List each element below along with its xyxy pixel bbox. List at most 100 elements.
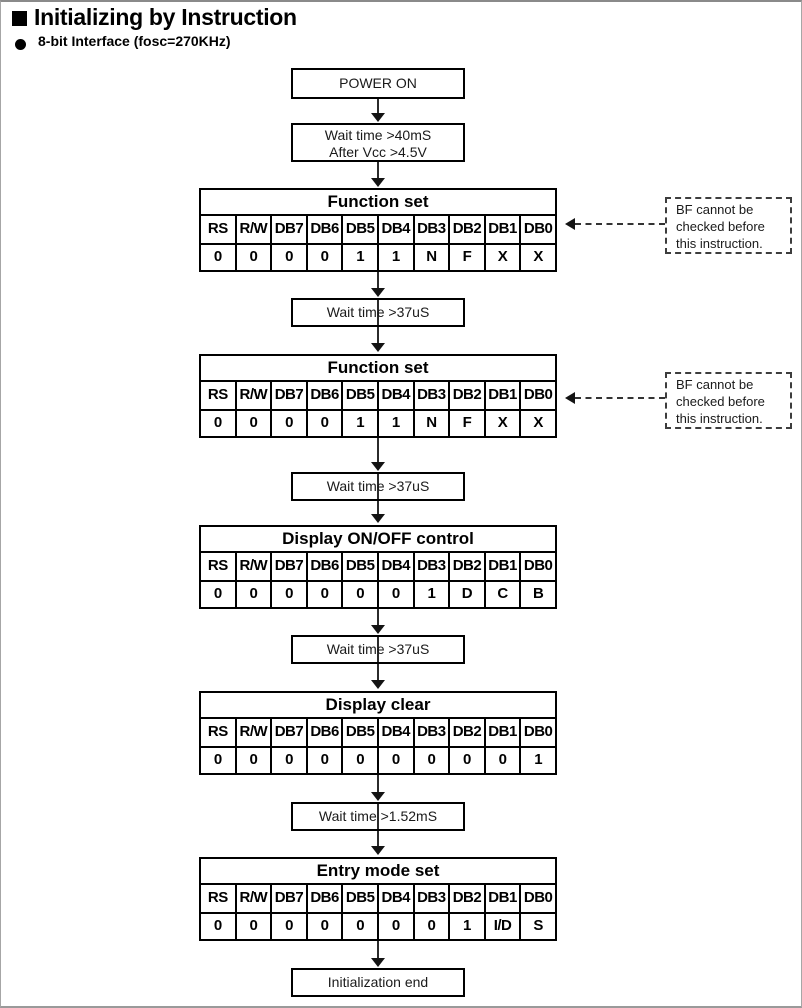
bit-header-cell: DB0: [519, 719, 555, 746]
bit-value-cell: 0: [234, 748, 271, 773]
bit-header-cell: DB5: [341, 216, 377, 243]
bit-value-cell: 0: [376, 582, 413, 607]
table-title: Entry mode set: [201, 859, 555, 885]
table-title: Function set: [201, 190, 555, 216]
arrow-down-icon: [371, 625, 385, 634]
arrow-down-icon: [371, 343, 385, 352]
bit-header-cell: DB1: [483, 719, 520, 746]
function-set-table-2: Function set RS R/W DB7 DB6 DB5 DB4 DB3 …: [199, 354, 557, 438]
bit-header-cell: RS: [207, 557, 228, 574]
bit-header-row: RS R/W DB7 DB6 DB5 DB4 DB3 DB2 DB1 DB0: [201, 885, 555, 912]
bit-value-cell: 0: [376, 748, 413, 773]
arrow-down-icon: [371, 792, 385, 801]
bit-header-cell: RS: [207, 220, 228, 237]
dashed-connector-line: [575, 223, 665, 225]
wait-1-52ms-box: Wait time >1.52mS: [291, 802, 465, 831]
bit-value-cell: 0: [234, 582, 271, 607]
bit-header-cell: DB5: [341, 553, 377, 580]
note-line-1: BF cannot be: [676, 377, 754, 392]
bit-value-cell: N: [412, 411, 449, 436]
bit-header-cell: DB6: [305, 719, 342, 746]
entry-mode-set-table: Entry mode set RS R/W DB7 DB6 DB5 DB4 DB…: [199, 857, 557, 941]
arrow-down-icon: [371, 113, 385, 122]
dashed-connector-line: [575, 397, 665, 399]
bit-header-cell: DB2: [448, 382, 484, 409]
bit-value-cell: 0: [213, 248, 222, 265]
bit-value-cell: 1: [341, 245, 377, 270]
page-subtitle: 8-bit Interface (fosc=270KHz): [38, 33, 231, 49]
bit-value-cell: 0: [213, 414, 222, 431]
bf-note-2: BF cannot be checked before this instruc…: [665, 372, 792, 429]
connector-line: [377, 438, 379, 462]
bit-header-cell: R/W: [234, 885, 271, 912]
bit-header-cell: RS: [207, 723, 228, 740]
page-title: Initializing by Instruction: [34, 4, 297, 30]
bit-header-cell: DB5: [341, 719, 377, 746]
bf-note-1: BF cannot be checked before this instruc…: [665, 197, 792, 254]
arrow-left-icon: [565, 392, 575, 404]
bit-value-cell: X: [519, 245, 555, 270]
square-bullet-icon: [12, 11, 27, 26]
bit-value-cell: 0: [412, 748, 449, 773]
bit-value-cell: 0: [270, 245, 306, 270]
table-title: Display ON/OFF control: [201, 527, 555, 553]
note-line-2: checked before: [676, 219, 765, 234]
connector-line: [377, 472, 379, 514]
bit-header-cell: DB1: [483, 885, 520, 912]
bit-header-row: RS R/W DB7 DB6 DB5 DB4 DB3 DB2 DB1 DB0: [201, 216, 555, 243]
function-set-table-1: Function set RS R/W DB7 DB6 DB5 DB4 DB3 …: [199, 188, 557, 272]
bit-header-cell: DB2: [448, 553, 484, 580]
bit-value-cell: D: [448, 582, 484, 607]
wait-40ms-box: Wait time >40mS After Vcc >4.5V: [291, 123, 465, 162]
table-title: Display clear: [201, 693, 555, 719]
bit-value-cell: 0: [213, 917, 222, 934]
bit-header-cell: DB0: [519, 553, 555, 580]
bit-value-cell: F: [448, 411, 484, 436]
arrow-down-icon: [371, 846, 385, 855]
bit-value-row: 0 0 0 0 0 0 0 1 I/D S: [201, 912, 555, 939]
bit-header-cell: DB4: [376, 553, 413, 580]
connector-line: [377, 609, 379, 625]
bit-value-cell: 0: [234, 245, 271, 270]
bit-header-row: RS R/W DB7 DB6 DB5 DB4 DB3 DB2 DB1 DB0: [201, 719, 555, 746]
arrow-down-icon: [371, 288, 385, 297]
bit-header-cell: DB3: [412, 885, 449, 912]
bit-value-cell: 0: [213, 751, 222, 768]
bit-header-cell: DB3: [412, 553, 449, 580]
bit-header-cell: DB1: [483, 216, 520, 243]
bit-value-row: 0 0 0 0 1 1 N F X X: [201, 243, 555, 270]
bit-header-cell: DB2: [448, 719, 484, 746]
note-line-3: this instruction.: [676, 411, 763, 426]
bit-header-cell: DB2: [448, 885, 484, 912]
wait-37us-box-3: Wait time >37uS: [291, 635, 465, 664]
bit-value-cell: S: [519, 914, 555, 939]
connector-line: [377, 162, 379, 178]
note-line-1: BF cannot be: [676, 202, 754, 217]
bit-value-cell: 0: [270, 748, 306, 773]
bit-value-cell: I/D: [483, 914, 520, 939]
connector-line: [377, 775, 379, 792]
bit-value-cell: 0: [305, 582, 342, 607]
bit-value-cell: 0: [270, 582, 306, 607]
bit-value-cell: X: [483, 411, 520, 436]
arrow-down-icon: [371, 958, 385, 967]
bit-value-cell: 1: [376, 245, 413, 270]
table-title: Function set: [201, 356, 555, 382]
bit-header-cell: R/W: [234, 382, 271, 409]
bit-header-cell: DB4: [376, 382, 413, 409]
connector-line: [377, 941, 379, 958]
connector-line: [377, 802, 379, 846]
bit-value-cell: 0: [305, 411, 342, 436]
bit-header-cell: DB6: [305, 553, 342, 580]
bit-value-row: 0 0 0 0 1 1 N F X X: [201, 409, 555, 436]
bit-value-cell: 1: [448, 914, 484, 939]
circle-bullet-icon: [15, 39, 26, 50]
bit-header-cell: R/W: [234, 216, 271, 243]
bit-value-cell: 1: [519, 748, 555, 773]
bit-header-row: RS R/W DB7 DB6 DB5 DB4 DB3 DB2 DB1 DB0: [201, 382, 555, 409]
bit-header-cell: DB1: [483, 382, 520, 409]
bit-header-cell: DB0: [519, 382, 555, 409]
arrow-down-icon: [371, 680, 385, 689]
bit-value-row: 0 0 0 0 0 0 1 D C B: [201, 580, 555, 607]
display-clear-table: Display clear RS R/W DB7 DB6 DB5 DB4 DB3…: [199, 691, 557, 775]
